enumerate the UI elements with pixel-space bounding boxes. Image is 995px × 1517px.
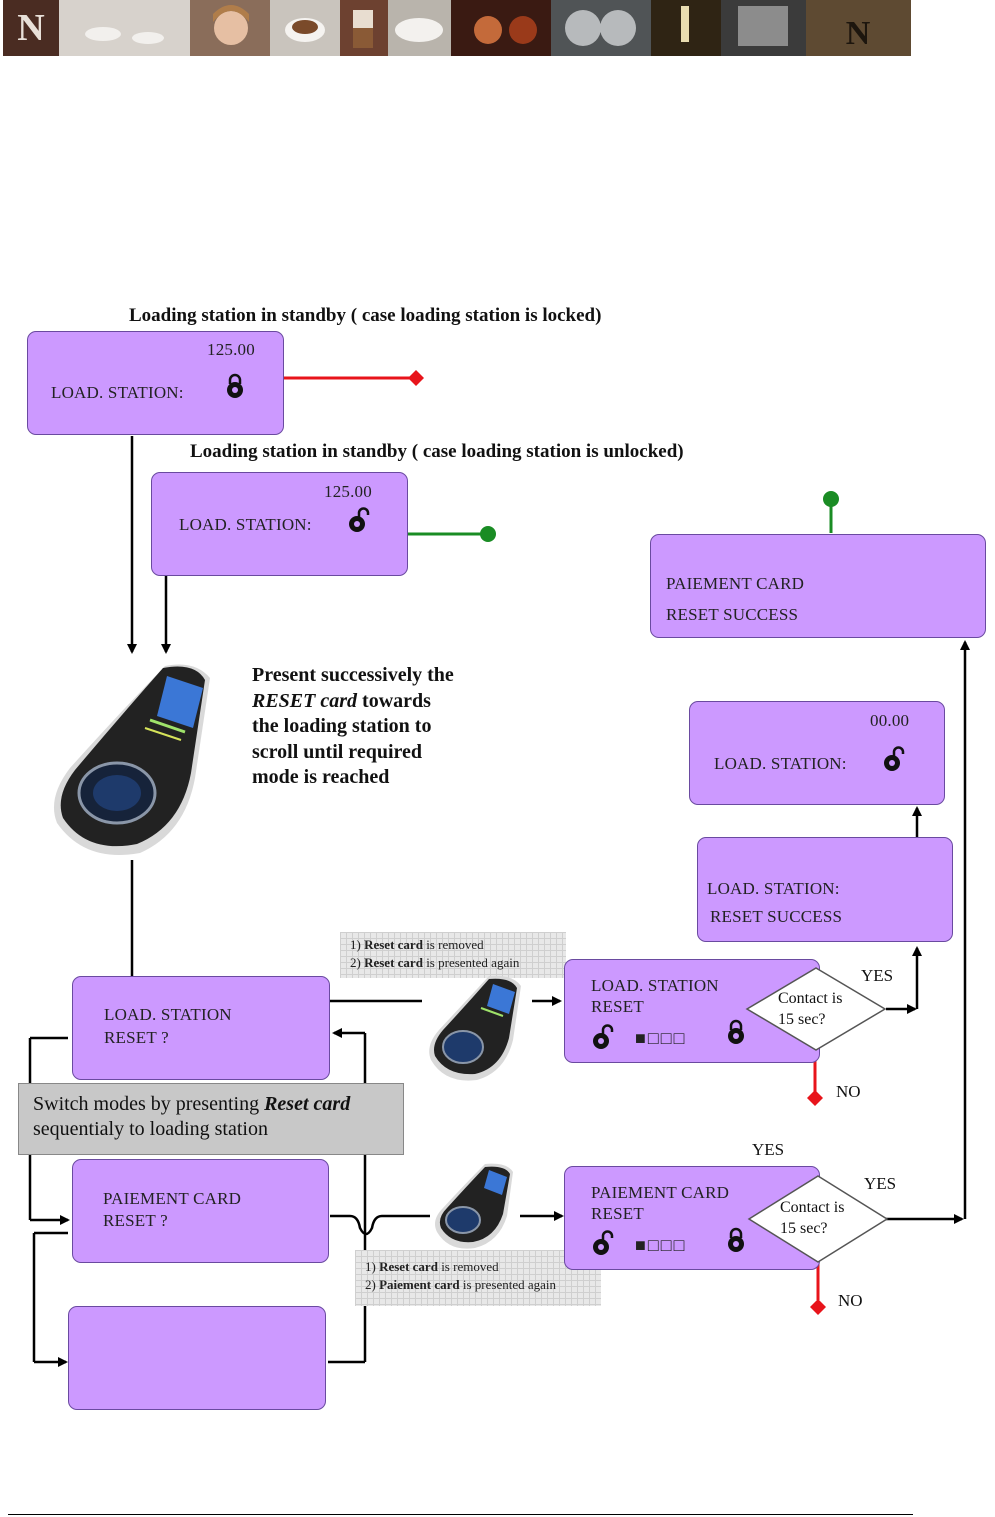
banner-photos: N N — [3, 0, 911, 56]
locked-amount: 125.00 — [207, 340, 255, 359]
load-reset-progress: ■□□□ — [635, 1028, 687, 1048]
load-success-box: LOAD. STATION: RESET SUCCESS — [697, 837, 953, 942]
no-label-load: NO — [836, 1082, 861, 1101]
locked-label: LOAD. STATION: — [51, 383, 184, 402]
lock-closed-icon — [728, 1019, 744, 1044]
page-bottom-rule — [8, 1514, 913, 1515]
lock-closed-icon — [728, 1227, 744, 1252]
paiement-reset-question-box: PAIEMENT CARD RESET ? — [72, 1159, 329, 1263]
paiement-reset-progress: ■□□□ — [635, 1235, 687, 1255]
card-reader-small — [435, 1163, 513, 1249]
note-load-reset: 1) Reset card is removed 2) Reset card i… — [340, 932, 566, 978]
switch-modes-note: Switch modes by presenting Reset card se… — [18, 1083, 404, 1155]
svg-text:N: N — [17, 7, 44, 49]
decision-load-shape — [745, 967, 887, 1051]
unlocked-standby-box: 125.00 LOAD. STATION: — [151, 472, 408, 576]
paiement-success-line2: RESET SUCCESS — [666, 605, 799, 624]
load-zero-amount: 00.00 — [870, 711, 910, 730]
lock-open-icon — [349, 507, 370, 532]
load-reset-line2: RESET — [591, 997, 644, 1016]
paiement-reset-question-line1: PAIEMENT CARD — [103, 1189, 242, 1208]
load-reset-question-line1: LOAD. STATION — [104, 1005, 232, 1024]
unlocked-end-marker — [480, 526, 496, 542]
load-success-line1: LOAD. STATION: — [707, 879, 840, 898]
lock-closed-icon — [227, 373, 243, 398]
paiement-reset-line1: PAIEMENT CARD — [591, 1183, 730, 1202]
decision-paiement-shape — [747, 1175, 889, 1263]
load-zero-label: LOAD. STATION: — [714, 754, 847, 773]
load-zero-box: 00.00 LOAD. STATION: — [689, 701, 945, 805]
header-banner: N N — [3, 0, 911, 56]
title-locked: Loading station in standby ( case loadin… — [129, 305, 602, 326]
title-unlocked: Loading station in standby ( case loadin… — [190, 441, 684, 462]
yes-label-load: YES — [861, 966, 894, 985]
lock-open-icon — [593, 1024, 614, 1049]
empty-mode-box — [68, 1306, 326, 1410]
locked-end-marker — [408, 370, 424, 386]
paiement-reset-question-line2: RESET ? — [103, 1211, 168, 1230]
card-reader-device — [53, 664, 210, 855]
yes-label-top: YES — [752, 1140, 785, 1159]
load-reset-line1: LOAD. STATION — [591, 976, 719, 995]
lock-open-icon — [884, 746, 905, 771]
paiement-reset-line2: RESET — [591, 1204, 644, 1223]
paiement-success-box: PAIEMENT CARD RESET SUCCESS — [650, 534, 986, 638]
yes-label-paiement: YES — [864, 1174, 897, 1193]
load-reset-question-line2: RESET ? — [104, 1028, 169, 1047]
unlocked-amount: 125.00 — [324, 482, 372, 501]
note-paiement-reset: 1) Reset card is removed 2) Paiement car… — [355, 1250, 601, 1306]
instructions-text: Present successively the RESET card towa… — [252, 664, 454, 788]
load-reset-question-box: LOAD. STATION RESET ? — [72, 976, 330, 1080]
svg-text:N: N — [846, 15, 871, 52]
lock-open-icon — [593, 1230, 614, 1255]
load-success-line2: RESET SUCCESS — [710, 907, 843, 926]
card-reader-small — [429, 975, 521, 1081]
decision-paiement-text: Contact is 15 sec? — [780, 1199, 845, 1237]
unlocked-label: LOAD. STATION: — [179, 515, 312, 534]
locked-standby-box: 125.00 LOAD. STATION: — [27, 331, 284, 435]
paiement-success-line1: PAIEMENT CARD — [666, 574, 805, 593]
decision-load-text: Contact is 15 sec? — [778, 990, 843, 1028]
no-label-paiement: NO — [838, 1291, 863, 1310]
